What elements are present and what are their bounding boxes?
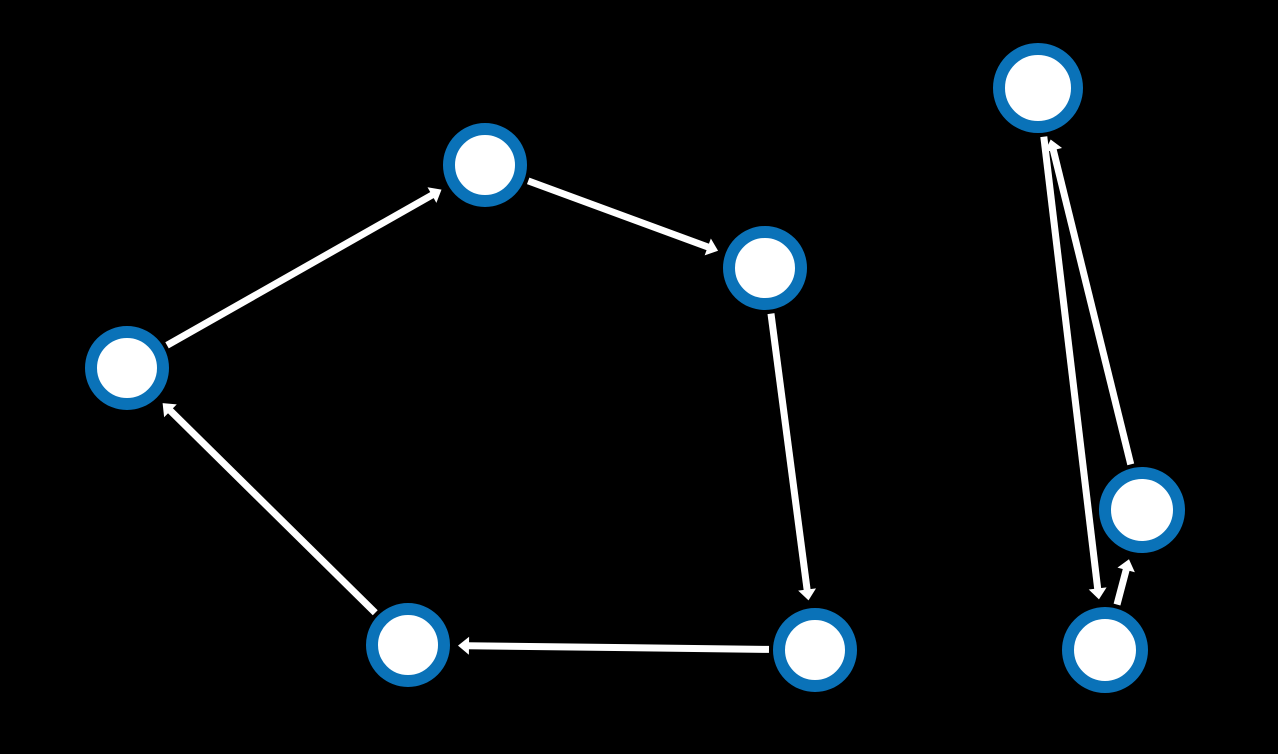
edge-line — [165, 191, 436, 349]
edge-arrowhead — [1044, 139, 1063, 153]
edge-arrowhead — [427, 187, 442, 203]
node-fill — [91, 332, 163, 404]
graph-edge[interactable] — [1044, 139, 1135, 466]
node-fill — [449, 129, 521, 201]
node-ring — [993, 43, 1083, 133]
graph-edge[interactable] — [767, 313, 817, 601]
edge-layer — [162, 136, 1135, 655]
edge-line — [1049, 147, 1135, 466]
graph-node[interactable] — [773, 608, 857, 692]
edge-line — [1040, 136, 1102, 591]
graph-node[interactable] — [443, 123, 527, 207]
graph-edge[interactable] — [1040, 136, 1107, 600]
node-ring — [366, 603, 450, 687]
graph-edge[interactable] — [458, 636, 770, 655]
edge-line — [166, 406, 378, 616]
graph-node[interactable] — [993, 43, 1083, 133]
edge-line — [466, 642, 770, 653]
edge-arrowhead — [704, 238, 719, 256]
node-layer — [85, 43, 1185, 693]
edge-arrowhead — [458, 636, 470, 655]
graph-node[interactable] — [366, 603, 450, 687]
edge-arrowhead — [798, 588, 817, 601]
node-fill — [372, 609, 444, 681]
node-fill — [999, 49, 1077, 127]
graph-edge[interactable] — [162, 403, 378, 616]
edge-line — [767, 313, 811, 592]
edge-line — [526, 177, 711, 251]
node-ring — [1062, 607, 1148, 693]
graph-edge[interactable] — [526, 177, 719, 256]
graph-edge[interactable] — [1113, 559, 1135, 606]
node-fill — [729, 232, 801, 304]
node-ring — [85, 326, 169, 410]
edge-arrowhead — [162, 403, 177, 418]
graph-node[interactable] — [1099, 467, 1185, 553]
node-fill — [1068, 613, 1142, 687]
node-ring — [773, 608, 857, 692]
edge-arrowhead — [1117, 559, 1135, 573]
edge-arrowhead — [1088, 587, 1107, 600]
node-ring — [723, 226, 807, 310]
node-ring — [1099, 467, 1185, 553]
graph-node[interactable] — [1062, 607, 1148, 693]
graph-node[interactable] — [723, 226, 807, 310]
graph-edge[interactable] — [165, 187, 442, 349]
node-ring — [443, 123, 527, 207]
edge-line — [1113, 567, 1131, 606]
node-fill — [1105, 473, 1179, 547]
graph-node[interactable] — [85, 326, 169, 410]
node-fill — [779, 614, 851, 686]
